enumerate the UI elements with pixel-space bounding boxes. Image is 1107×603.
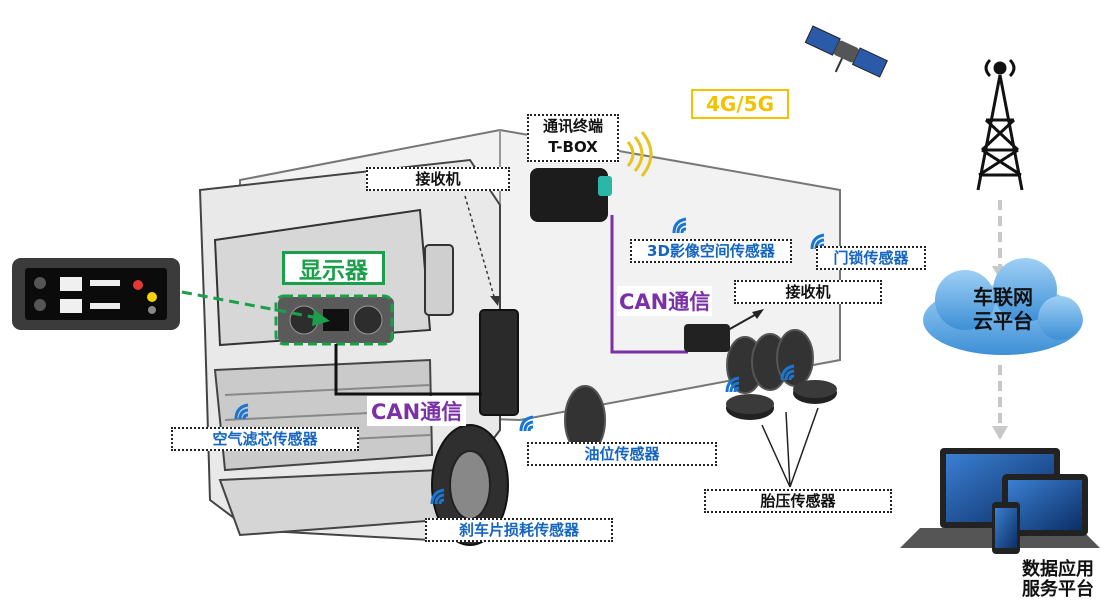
tbox-device	[530, 131, 653, 222]
display-device	[12, 258, 180, 330]
wifi-icon	[234, 403, 249, 420]
dashboard-highlight	[274, 294, 394, 346]
can-label-bottom: CAN通信	[367, 396, 467, 426]
receiver-label-right: 接收机	[734, 280, 882, 304]
sensor-door-label: 门锁传感器	[816, 246, 926, 270]
can-wire-trailer	[610, 215, 688, 354]
wifi-icon	[430, 488, 445, 505]
sensor-brake-label: 刹车片损耗传感器	[425, 518, 613, 542]
can-label-right: CAN通信	[617, 286, 713, 316]
display-label: 显示器	[282, 251, 385, 285]
truck-illustration	[198, 128, 841, 546]
wifi-icon	[780, 364, 795, 381]
tbox-label: 通讯终端 T-BOX	[527, 114, 619, 162]
cloud-icon	[923, 258, 1083, 355]
cell-tower-icon	[976, 58, 1024, 191]
wifi-icon	[519, 415, 534, 432]
network-label: 4G/5G	[691, 89, 789, 119]
display-arrow	[181, 290, 319, 320]
satellite-icon	[804, 25, 888, 78]
sensor-oil-label: 油位传感器	[527, 442, 717, 466]
sensor-air-label: 空气滤芯传感器	[171, 427, 359, 451]
wifi-icon	[672, 217, 687, 234]
sensor-tire-label: 胎压传感器	[704, 489, 892, 513]
can-wire-cab	[334, 344, 482, 396]
cloud-platform-label: 车联网 云平台	[973, 285, 1033, 333]
tire-sensors	[726, 380, 837, 488]
sensor-3d-label: 3D影像空间传感器	[630, 239, 792, 263]
wifi-icon	[725, 376, 740, 393]
dashboard-image	[278, 297, 394, 343]
receiver-arrow	[464, 195, 496, 301]
service-platform-label: 数据应用 服务平台	[1022, 559, 1094, 600]
trailer-receiver	[684, 309, 764, 352]
receiver-label-top: 接收机	[366, 167, 510, 191]
devices-icon	[900, 448, 1100, 554]
